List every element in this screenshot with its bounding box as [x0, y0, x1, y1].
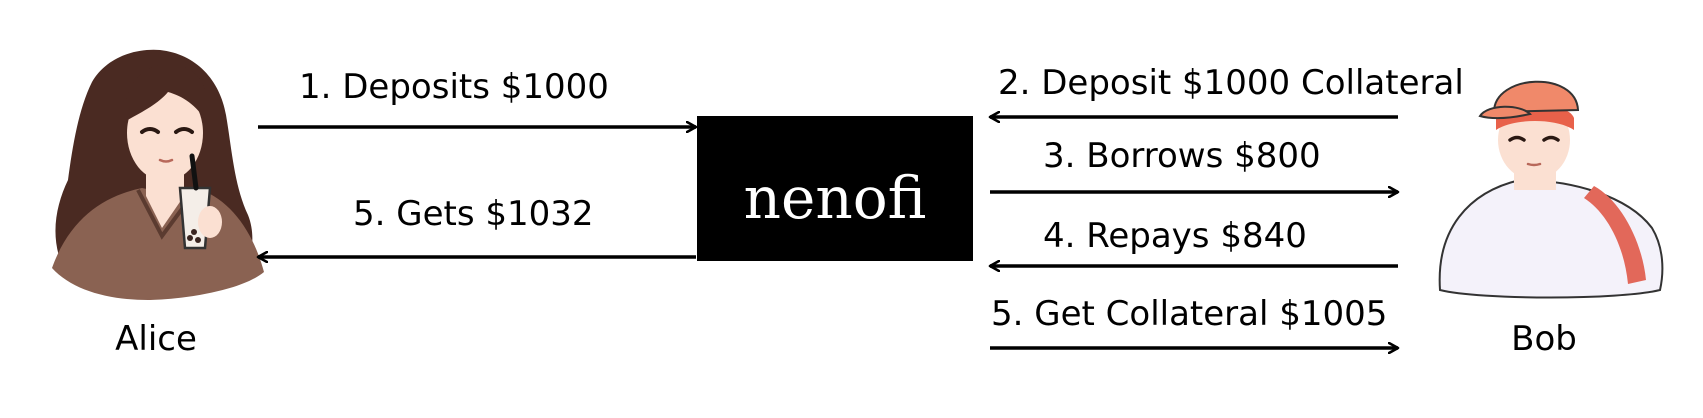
- alice-bangs: [123, 63, 209, 124]
- label-alice-deposit: 1. Deposits $1000: [299, 67, 609, 107]
- nenofi-platform-box: [697, 116, 973, 261]
- bob-eye-left: [1508, 135, 1526, 142]
- nenofi-logo-text: nenofi: [744, 164, 927, 232]
- boba-straw-icon: [189, 153, 199, 191]
- bob-backpack-strap: [1584, 186, 1646, 284]
- alice-neck: [146, 168, 184, 228]
- label-bob-repays: 4. Repays $840: [1043, 216, 1307, 256]
- alice-eye-left: [140, 127, 160, 134]
- alice-hand: [198, 206, 222, 238]
- label-bob-borrows: 3. Borrows $800: [1043, 136, 1321, 176]
- label-bob-get-collateral: 5. Get Collateral $1005: [991, 294, 1387, 334]
- bob-eye-right: [1542, 135, 1560, 142]
- bob-mouth: [1526, 162, 1542, 167]
- label-bob-deposit-collateral: 2. Deposit $1000 Collateral: [998, 63, 1464, 103]
- boba-pearl-icon: [191, 229, 197, 235]
- alice-eye-right: [174, 127, 194, 134]
- bob-cap-brim: [1478, 105, 1532, 120]
- label-alice-gets: 5. Gets $1032: [353, 194, 594, 234]
- alice-avatar: [52, 49, 264, 300]
- boba-pearl-icon: [187, 235, 193, 241]
- bob-avatar: [1438, 80, 1664, 299]
- bob-cap-icon: [1492, 80, 1580, 114]
- bob-name-label: Bob: [1511, 319, 1577, 359]
- alice-mouth: [158, 158, 174, 163]
- boba-pearl-icon: [195, 237, 201, 243]
- alice-name-label: Alice: [115, 319, 197, 359]
